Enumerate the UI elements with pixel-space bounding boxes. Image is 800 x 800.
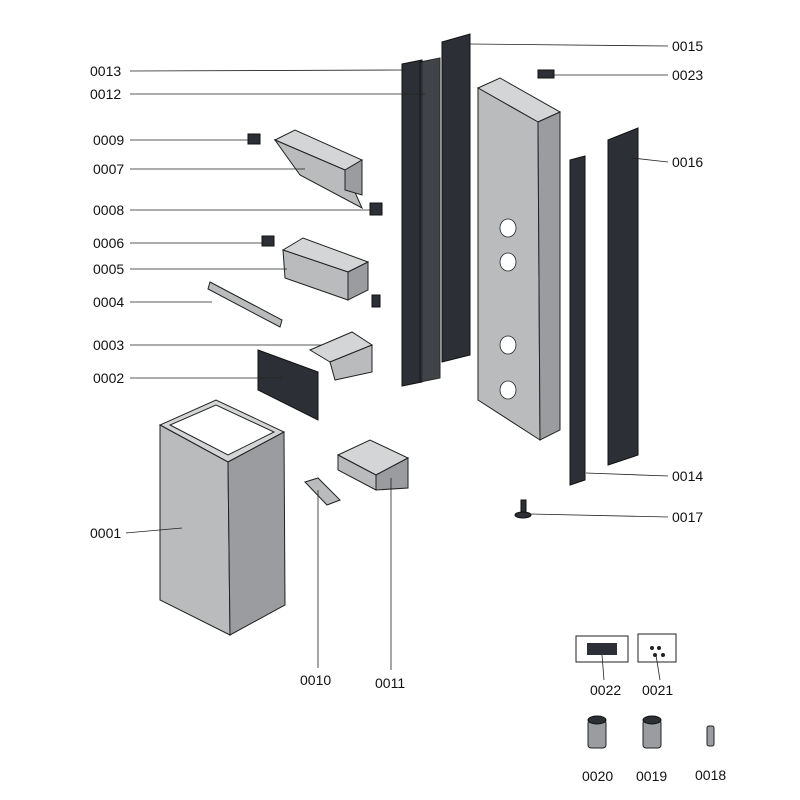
label-0022: 0022 [590, 682, 621, 698]
part-0013-strip [401, 57, 441, 387]
part-0004-rail [207, 281, 283, 328]
part-0020-fitting [587, 715, 607, 749]
part-0018-fitting [706, 725, 715, 747]
part-0017-foot [514, 499, 532, 519]
label-0014: 0014 [672, 468, 703, 484]
part-0021-card [637, 633, 677, 663]
label-0005: 0005 [93, 261, 124, 277]
label-0004: 0004 [93, 294, 124, 310]
part-0002-plate [257, 349, 319, 421]
label-0016: 0016 [672, 154, 703, 170]
label-0010: 0010 [300, 672, 331, 688]
label-0003: 0003 [93, 337, 124, 353]
label-0020: 0020 [582, 768, 613, 784]
label-0019: 0019 [636, 768, 667, 784]
part-0014-strip [569, 155, 598, 486]
part-0006-clip [261, 235, 275, 247]
part-0011-bracket [336, 439, 410, 491]
label-0009: 0009 [93, 132, 124, 148]
label-0011: 0011 [375, 675, 405, 691]
label-0018: 0018 [695, 767, 726, 783]
label-0021: 0021 [642, 682, 673, 698]
label-0013: 0013 [90, 63, 121, 79]
part-0007-bracket [273, 129, 364, 210]
part-0015-panel [441, 33, 471, 363]
label-0017: 0017 [672, 509, 703, 525]
part-0005-bracket [281, 237, 370, 301]
part-0008-clip [369, 202, 383, 216]
label-0015: 0015 [672, 38, 703, 54]
part-0019-fitting [642, 715, 662, 749]
part-0001-casing [158, 399, 286, 636]
label-0001: 0001 [90, 525, 121, 541]
part-labels: 0013 0012 0009 0007 0008 0006 0005 0004 … [90, 38, 726, 784]
leader-lines [125, 43, 669, 681]
label-0012: 0012 [90, 86, 121, 102]
part-0023-clip [537, 69, 555, 79]
part-0016-panel [607, 127, 639, 466]
label-0006: 0006 [93, 235, 124, 251]
label-0002: 0002 [93, 370, 124, 386]
part-frame [476, 77, 562, 441]
label-0023: 0023 [672, 67, 703, 83]
part-0010-handle [304, 477, 341, 506]
label-0008: 0008 [93, 202, 124, 218]
part-0009-clip [247, 133, 261, 145]
part-0003-bracket [308, 331, 374, 381]
label-0007: 0007 [93, 161, 124, 177]
part-0006b-clip [371, 294, 381, 308]
